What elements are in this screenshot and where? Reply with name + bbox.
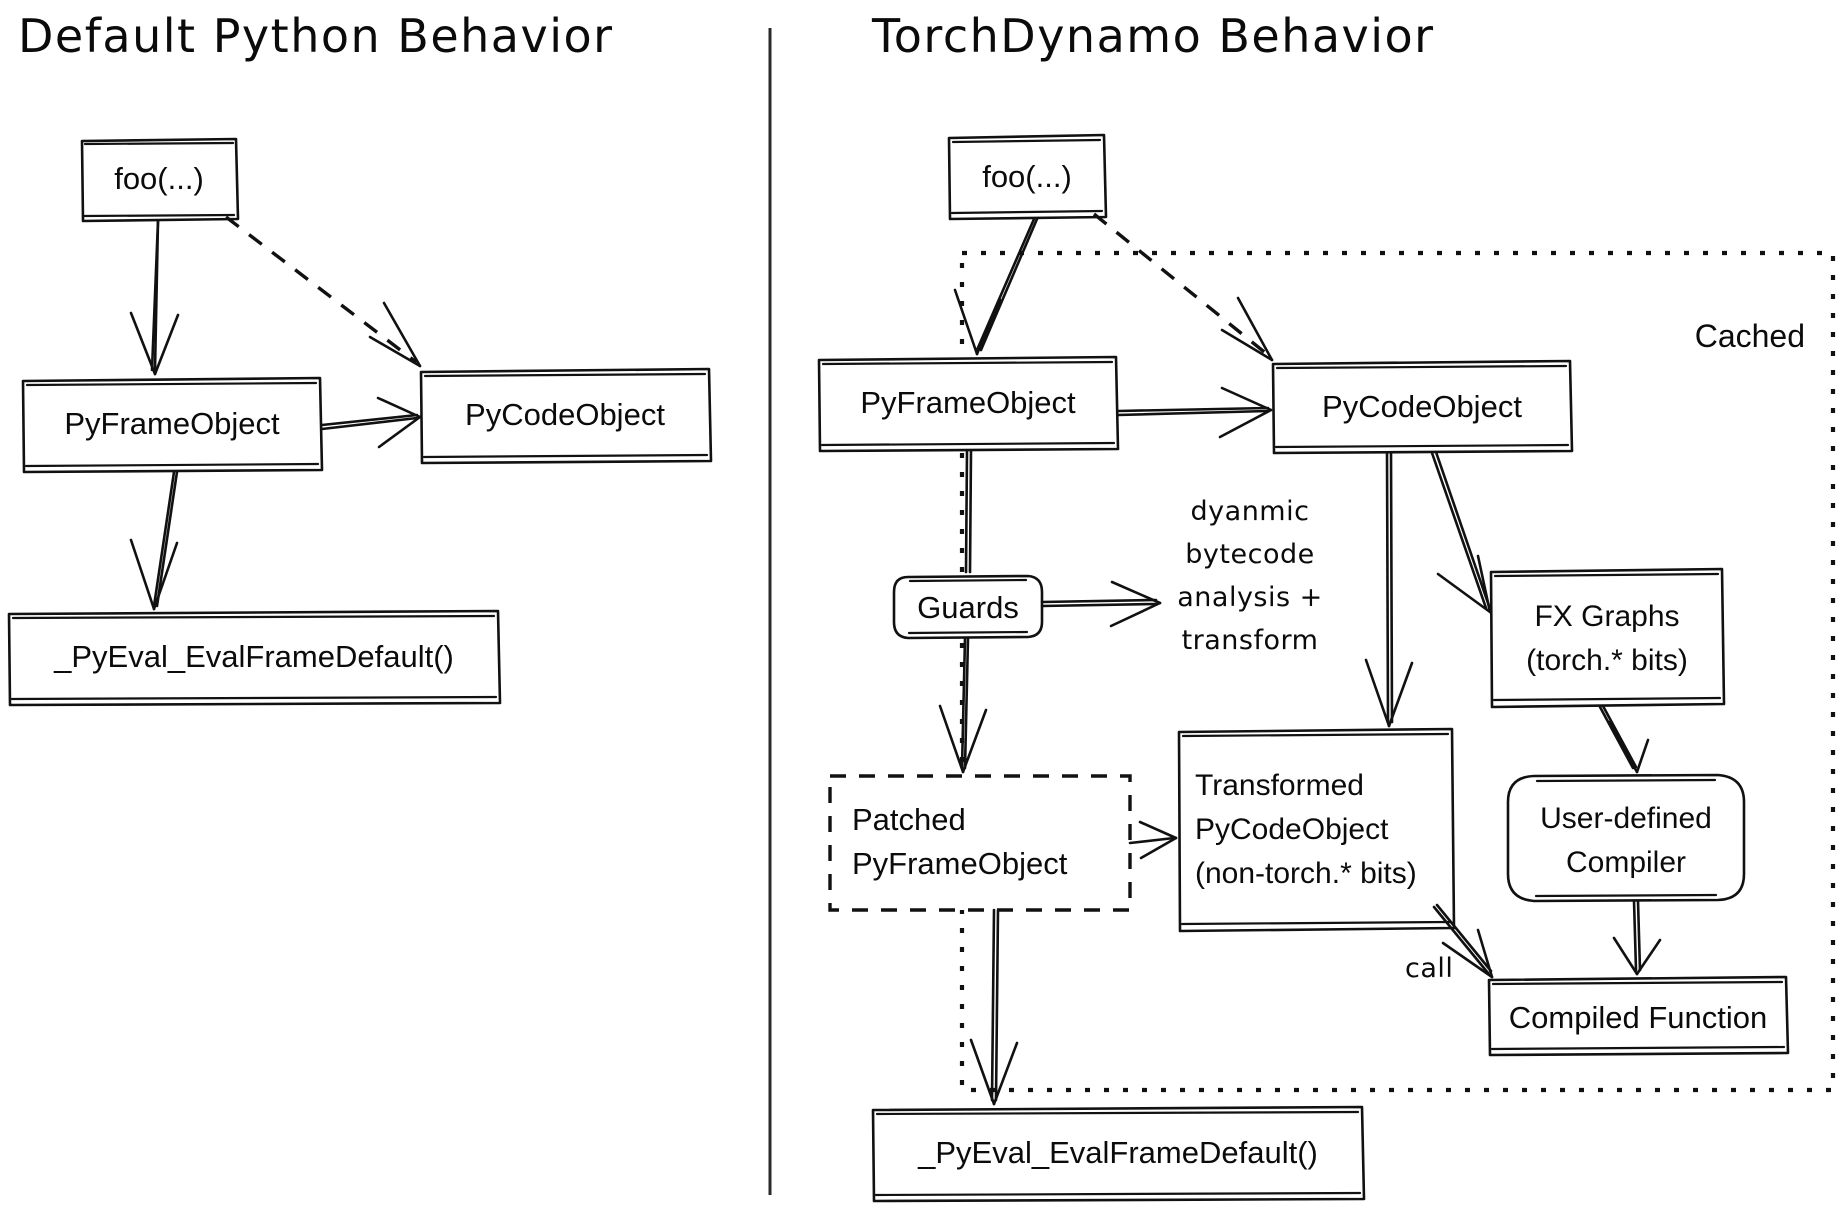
edge-foo-to-pyframeobject-right (953, 217, 1039, 356)
annotation-transform-note: dyanmic bytecode analysis + transform (1177, 496, 1323, 656)
node-patched-pyframeobject: Patched PyFrameObject (828, 774, 1132, 912)
node-evalframe-right-label: _PyEval_EvalFrameDefault() (917, 1135, 1318, 1170)
edge-pycodeobject-to-fx-graphs (1430, 450, 1492, 614)
edge-fx-graphs-to-user-defined-compiler (1598, 704, 1650, 774)
node-foo-right: foo(...) (947, 133, 1108, 221)
annotation-transform-note-line3: analysis + (1177, 582, 1323, 613)
edge-transformed-pycodeobject-to-compiled-function (1432, 903, 1494, 979)
node-fx-graphs: FX Graphs (torch.* bits) (1489, 567, 1726, 709)
node-foo-left-label: foo(...) (114, 161, 204, 196)
node-compiled-function-label: Compiled Function (1509, 1000, 1767, 1035)
cached-group: Cached (959, 250, 1836, 1093)
annotation-transform-note-line2: bytecode (1185, 539, 1314, 570)
node-pyframeobject-right-label: PyFrameObject (860, 385, 1076, 420)
node-guards-label: Guards (917, 590, 1019, 625)
annotation-call-note: call (1405, 953, 1453, 984)
node-pycodeobject-left: PyCodeObject (419, 367, 713, 465)
edge-pyframeobject-to-evalframe-left (129, 470, 179, 611)
node-pycodeobject-right-label: PyCodeObject (1322, 389, 1522, 424)
cached-group-label: Cached (1695, 318, 1805, 354)
edge-patched-pyframeobject-to-evalframe-right (969, 908, 1019, 1106)
node-user-defined-compiler: User-defined Compiler (1506, 773, 1746, 903)
edge-guards-to-patched-pyframeobject (938, 636, 988, 774)
edge-foo-to-pycodeobject-left (224, 215, 422, 368)
annotation-transform-note-line4: transform (1182, 625, 1319, 656)
edge-pyframeobject-to-pycodeobject-left (320, 396, 422, 449)
node-foo-right-label: foo(...) (982, 159, 1072, 194)
edge-foo-to-pycodeobject-right (1092, 212, 1274, 362)
edge-pyframeobject-to-pycodeobject-right (1116, 386, 1273, 439)
edge-guards-to-transformed-pycodeobject (1040, 580, 1162, 628)
panel-title-right: TorchDynamo Behavior (871, 9, 1435, 63)
node-pyframeobject-right: PyFrameObject (817, 355, 1120, 453)
node-evalframe-right: _PyEval_EvalFrameDefault() (871, 1105, 1366, 1203)
node-transformed-pycodeobject-label-line1: Transformed (1195, 769, 1364, 802)
annotation-transform-note-line1: dyanmic (1191, 496, 1310, 527)
edge-patched-pyframeobject-to-transformed-pycodeobject (1128, 820, 1178, 860)
node-pyframeobject-left-label: PyFrameObject (64, 406, 280, 441)
node-fx-graphs-label-line1: FX Graphs (1534, 600, 1679, 633)
node-evalframe-left-label: _PyEval_EvalFrameDefault() (53, 639, 454, 674)
node-patched-pyframeobject-label-line2: PyFrameObject (852, 846, 1068, 881)
node-user-defined-compiler-label-line2: Compiler (1566, 846, 1686, 879)
panel-title-left: Default Python Behavior (18, 9, 614, 63)
edge-user-defined-compiler-to-compiled-function (1612, 899, 1662, 976)
node-transformed-pycodeobject: Transformed PyCodeObject (non-torch.* bi… (1177, 727, 1456, 933)
node-transformed-pycodeobject-label-line2: PyCodeObject (1195, 813, 1389, 846)
node-foo-left: foo(...) (80, 137, 240, 223)
node-guards: Guards (892, 574, 1044, 640)
edge-foo-to-pyframeobject-left (129, 219, 180, 376)
node-user-defined-compiler-label-line1: User-defined (1540, 802, 1712, 835)
node-fx-graphs-label-line2: (torch.* bits) (1526, 644, 1688, 677)
node-evalframe-left: _PyEval_EvalFrameDefault() (7, 609, 502, 707)
node-pycodeobject-left-label: PyCodeObject (465, 397, 665, 432)
node-compiled-function: Compiled Function (1487, 975, 1790, 1057)
node-transformed-pycodeobject-label-line3: (non-torch.* bits) (1195, 857, 1417, 890)
node-pycodeobject-right: PyCodeObject (1271, 359, 1574, 455)
node-patched-pyframeobject-label-line1: Patched (852, 802, 966, 837)
edge-pyframeobject-to-guards (964, 449, 973, 574)
edge-pycodeobject-to-transformed-pycodeobject (1364, 451, 1414, 728)
node-pyframeobject-left: PyFrameObject (21, 376, 324, 474)
